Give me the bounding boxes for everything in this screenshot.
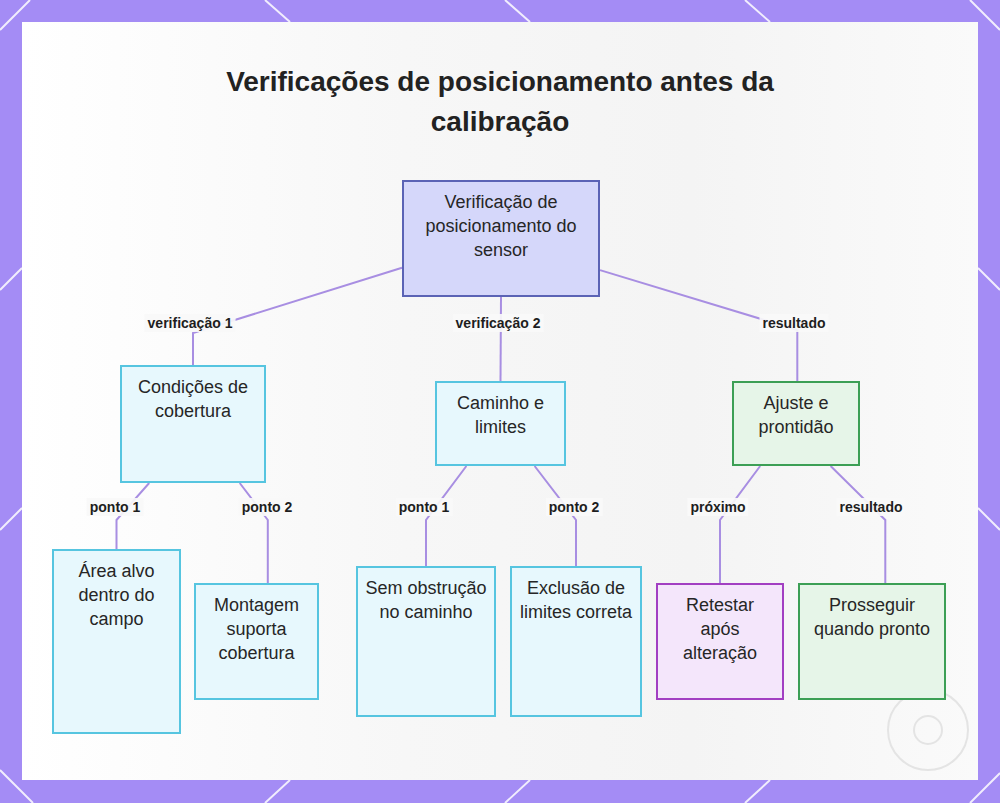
connector-line — [720, 466, 760, 583]
connector-line — [117, 483, 150, 549]
edge-label: resultado — [836, 498, 905, 516]
box-text: Ajuste e prontidão — [740, 391, 852, 439]
box-text: Área alvo dentro do campo — [60, 559, 173, 631]
box-text: Verificação de posicionamento do sensor — [410, 190, 592, 262]
box-text: Prosseguir quando pronto — [806, 593, 938, 641]
edge-label: próximo — [687, 498, 748, 516]
box-text: Montagem suporta cobertura — [202, 593, 311, 665]
process-box: Retestar após alteração — [656, 583, 784, 700]
process-box: Exclusão de limites correta — [510, 566, 642, 717]
edge-label: ponto 2 — [546, 498, 603, 516]
connector-line — [500, 297, 503, 381]
edge-label: verificação 1 — [145, 314, 236, 332]
box-text: Caminho e limites — [443, 391, 558, 439]
process-box: Verificação de posicionamento do sensor — [402, 180, 600, 297]
process-box: Condições de cobertura — [120, 365, 266, 483]
connector-line — [535, 466, 576, 566]
box-text: Retestar após alteração — [664, 593, 776, 665]
edge-label: resultado — [759, 314, 828, 332]
connector-line — [831, 466, 886, 583]
connector-line — [426, 466, 466, 566]
process-box: Área alvo dentro do campo — [52, 549, 181, 734]
box-text: Sem obstrução no caminho — [364, 576, 488, 624]
process-box: Caminho e limites — [435, 381, 566, 466]
logo-core — [914, 716, 942, 744]
diagram-title: Verificações de posicionamento antes da … — [200, 62, 800, 142]
process-box: Ajuste e prontidão — [732, 381, 860, 466]
logo-ring — [888, 690, 968, 770]
box-text: Exclusão de limites correta — [518, 576, 634, 624]
edge-label: verificação 2 — [453, 314, 544, 332]
box-text: Condições de cobertura — [128, 375, 258, 423]
process-box: Sem obstrução no caminho — [356, 566, 496, 717]
edge-label: ponto 2 — [239, 498, 296, 516]
edge-label: ponto 1 — [396, 498, 453, 516]
process-box: Montagem suporta cobertura — [194, 583, 319, 700]
edge-label: ponto 1 — [87, 498, 144, 516]
process-box: Prosseguir quando pronto — [798, 583, 946, 700]
